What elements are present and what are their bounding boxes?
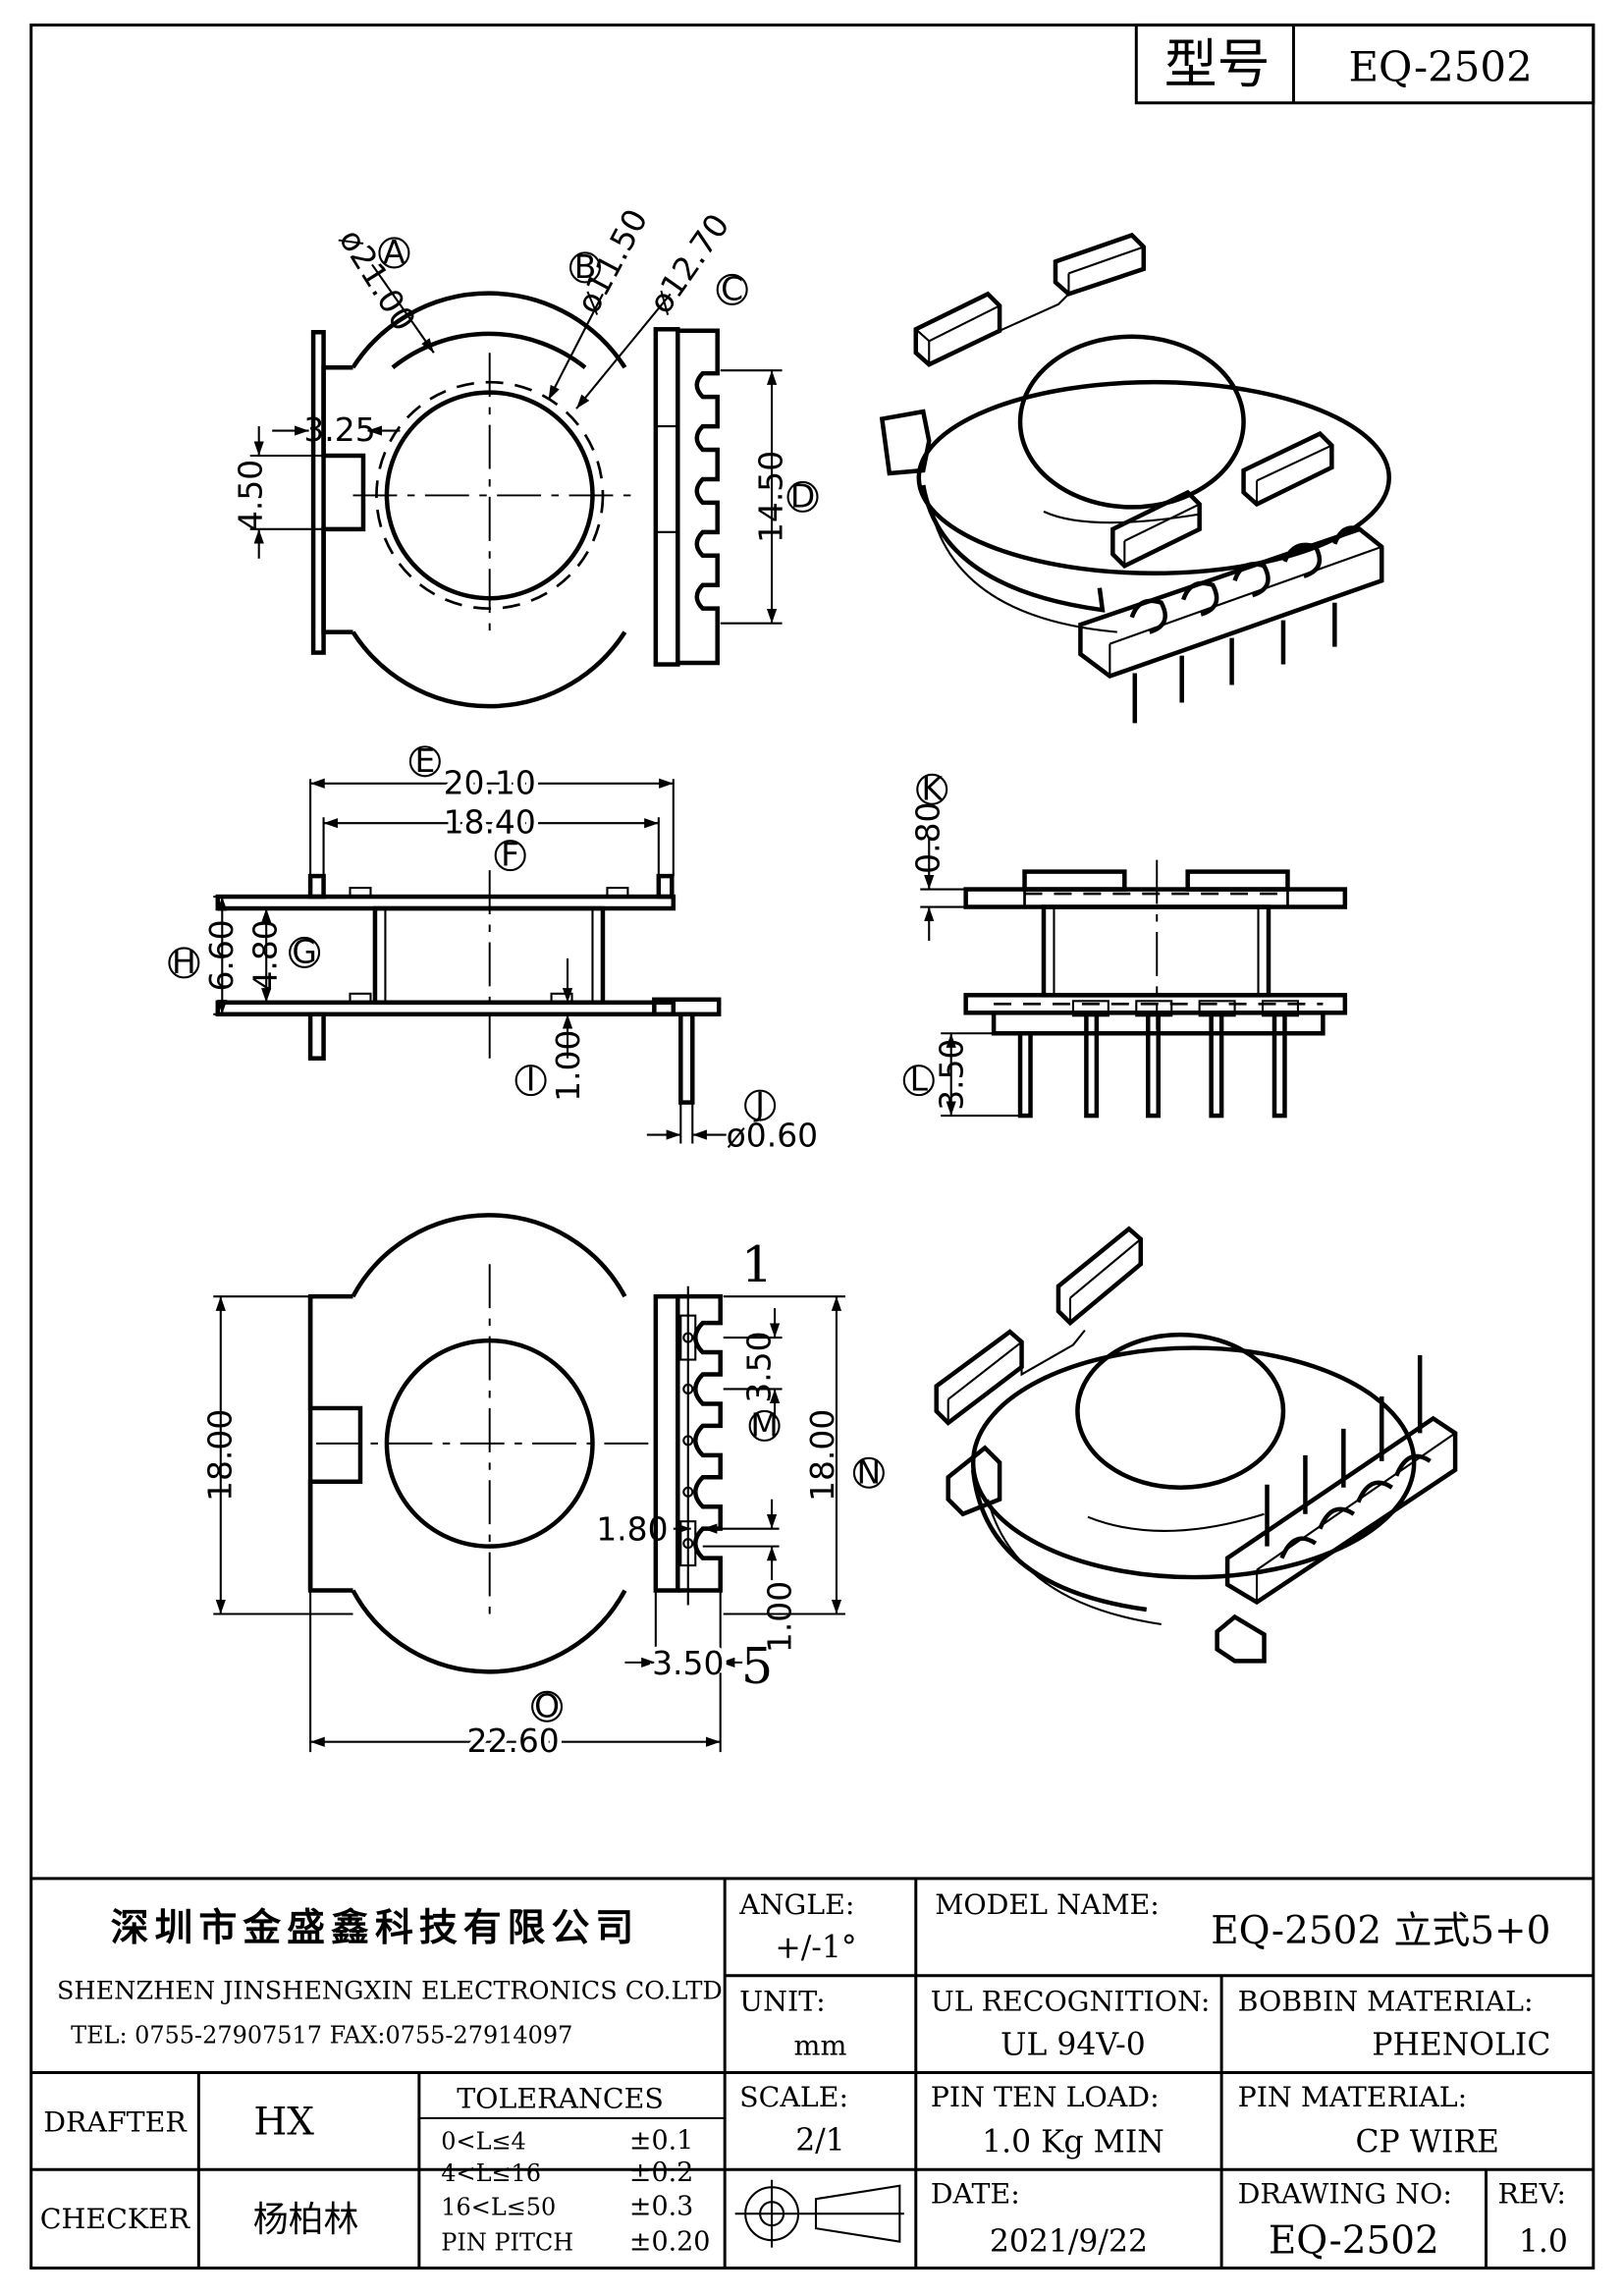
- bobbin-material-value: PHENOLIC: [1372, 2028, 1550, 2063]
- drawing-no-label: DRAWING NO:: [1238, 2178, 1452, 2211]
- pin-material-label: PIN MATERIAL:: [1238, 2081, 1468, 2113]
- callout-label: N: [857, 1452, 882, 1491]
- dimension-label: 6.60: [202, 919, 241, 991]
- dimension-label: 3.50: [933, 1039, 971, 1111]
- model-value: EQ-2502: [1348, 42, 1532, 90]
- tolerance-value-4: ±0.20: [629, 2227, 711, 2258]
- tolerance-range-1: 0<L≤4: [441, 2127, 525, 2155]
- dimension-label: 20.10: [444, 763, 536, 801]
- checker-value: 杨柏林: [253, 2200, 359, 2240]
- front-view: 20.10 E 18.40 F 6.60 H 4.80 G 1.00 I ø0.…: [168, 741, 818, 1155]
- tolerance-value-1: ±0.1: [629, 2125, 693, 2156]
- projection-symbol: [734, 2179, 904, 2248]
- callout-label: K: [921, 769, 944, 807]
- tolerance-value-2: ±0.2: [629, 2158, 693, 2188]
- tolerance-value-3: ±0.3: [629, 2192, 693, 2222]
- pin-material-value: CP WIRE: [1356, 2124, 1499, 2159]
- callout-label: J: [753, 1085, 765, 1123]
- title-block: 深圳市金盛鑫科技有限公司 SHENZHEN JINSHENGXIN ELECTR…: [30, 1877, 1594, 2269]
- tolerance-range-4: PIN PITCH: [441, 2229, 573, 2257]
- bottom-view: 1 5 3.50 M 18.00 N 1.80 1.00 3.50: [200, 1213, 885, 1765]
- dimension-label: 14.50: [752, 451, 790, 543]
- side-view: 0.80 K 3.50 L: [902, 769, 1348, 1119]
- date-label: DATE:: [931, 2178, 1020, 2211]
- callout-label: F: [501, 836, 519, 874]
- callout-label: C: [721, 269, 743, 307]
- dimension-label: 3.50: [740, 1331, 779, 1402]
- dimension-label: 4.80: [246, 919, 285, 991]
- model-name-label: MODEL NAME:: [935, 1888, 1160, 1921]
- callout-label: D: [790, 476, 815, 515]
- tolerance-range-2: 4<L≤16: [441, 2159, 541, 2187]
- unit-value: mm: [794, 2030, 847, 2062]
- drafter-label: DRAFTER: [43, 2105, 188, 2138]
- dimension-label: 1.80: [596, 1510, 668, 1549]
- company-name-en: SHENZHEN JINSHENGXIN ELECTRONICS CO.LTD: [57, 1976, 723, 2005]
- rev-label: REV:: [1498, 2178, 1566, 2211]
- isometric-view-top: [879, 232, 1391, 724]
- header-model-box: 型号 EQ-2502: [1134, 23, 1596, 105]
- company-contact: TEL: 0755-27907517 FAX:0755-27914097: [71, 2022, 572, 2050]
- pin-load-value: 1.0 Kg MIN: [982, 2124, 1164, 2159]
- callout-label: O: [534, 1686, 560, 1724]
- rev-value: 1.0: [1519, 2224, 1568, 2260]
- scale-label: SCALE:: [739, 2081, 848, 2113]
- dimension-label: ø21.00: [332, 222, 424, 338]
- dimension-label: 3.25: [303, 410, 375, 449]
- dimension-label: 0.80: [909, 802, 947, 874]
- pin-label-last: 5: [741, 1638, 773, 1696]
- unit-label: UNIT:: [739, 1986, 826, 2018]
- top-view: 14.50 D 4.50 3.25 ø21.00 A ø11.50 B ø12.…: [232, 202, 819, 709]
- callout-label: L: [910, 1061, 929, 1099]
- company-name-cn: 深圳市金盛鑫科技有限公司: [111, 1905, 640, 1950]
- callout-label: G: [292, 932, 317, 970]
- callout-label: A: [383, 233, 406, 271]
- date-value: 2021/9/22: [990, 2224, 1148, 2260]
- tolerances-title: TOLERANCES: [457, 2082, 664, 2114]
- isometric-view-bottom: [934, 1226, 1458, 1664]
- callout-label: E: [414, 741, 435, 780]
- scale-value: 2/1: [795, 2123, 845, 2159]
- pin-label-first: 1: [741, 1236, 773, 1294]
- sheet-border: [29, 23, 1596, 2270]
- dimension-label: 1.00: [549, 1030, 587, 1102]
- ul-label: UL RECOGNITION:: [931, 1986, 1211, 2018]
- dimension-label: 18.40: [444, 803, 536, 842]
- callout-label: I: [526, 1061, 536, 1099]
- drawing-no-value: EQ-2502: [1269, 2219, 1439, 2264]
- callout-label: B: [574, 247, 597, 286]
- dimension-label: 18.00: [200, 1409, 239, 1502]
- tolerance-range-3: 16<L≤50: [441, 2194, 556, 2221]
- model-label: 型号: [1164, 33, 1271, 95]
- dimension-label: 3.50: [652, 1644, 724, 1682]
- dimension-label: 18.00: [803, 1409, 841, 1502]
- ul-value: UL 94V-0: [1001, 2028, 1146, 2063]
- callout-label: M: [750, 1405, 778, 1444]
- checker-label: CHECKER: [40, 2203, 191, 2235]
- dimension-label: 4.50: [232, 460, 270, 531]
- bobbin-material-label: BOBBIN MATERIAL:: [1238, 1986, 1534, 2018]
- dimension-label: 1.00: [761, 1581, 799, 1653]
- dimension-label: ø0.60: [727, 1117, 818, 1155]
- callout-label: H: [172, 943, 196, 981]
- model-name-value: EQ-2502 立式5+0: [1211, 1909, 1550, 1953]
- drafter-value: HX: [253, 2100, 314, 2144]
- dimension-label: 22.60: [467, 1722, 560, 1760]
- angle-value: +/-1°: [775, 1931, 856, 1966]
- angle-label: ANGLE:: [738, 1888, 854, 1921]
- pin-load-label: PIN TEN LOAD:: [931, 2081, 1160, 2113]
